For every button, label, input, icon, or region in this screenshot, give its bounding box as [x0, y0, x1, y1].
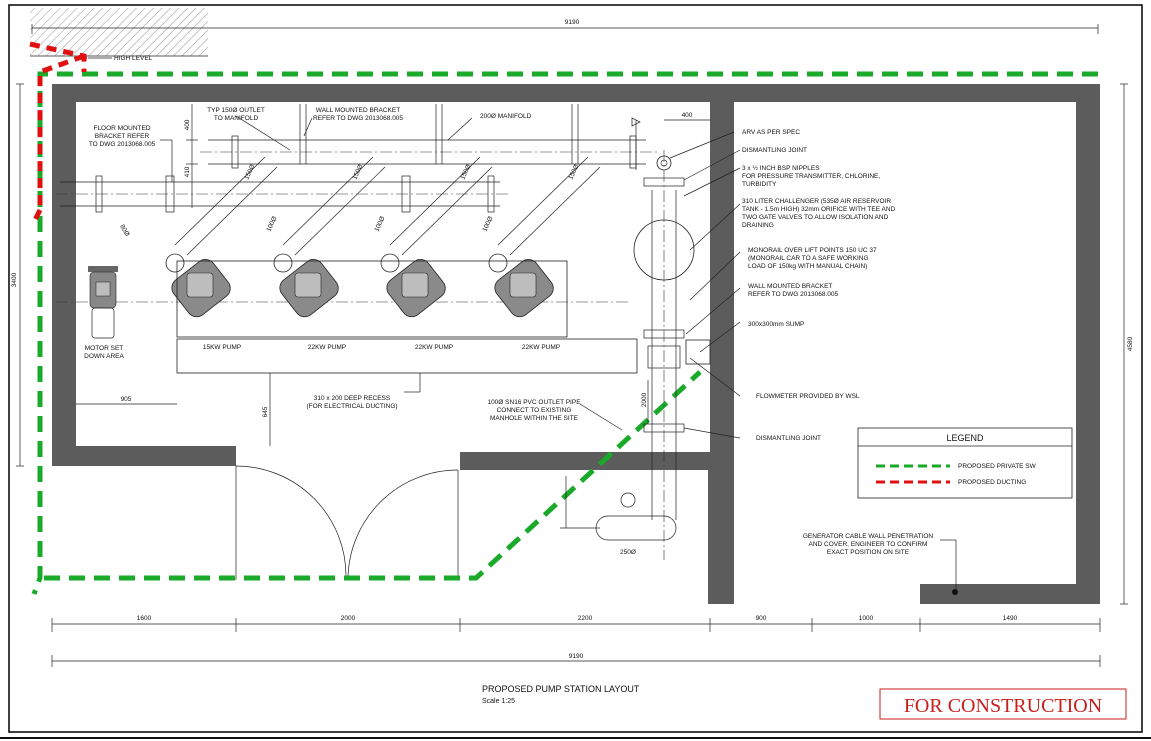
- monorail-line-3: LOAD OF 150kg WITH MANUAL CHAIN): [748, 263, 867, 270]
- pump-label-4: 22KW PUMP: [522, 344, 560, 351]
- pump-4-graphic: [488, 156, 601, 318]
- dim-905: 905: [121, 396, 132, 403]
- wall-bracket-top-line-1: WALL MOUNTED BRACKET: [316, 107, 400, 114]
- pump-set: [165, 156, 601, 318]
- leader-lines: [88, 57, 957, 590]
- for-construction-stamp-box: [879, 688, 1127, 720]
- pipe-label-150-3: 150Ø: [459, 163, 472, 180]
- dim-2000-vertical: 2000: [641, 392, 648, 407]
- pump-1-graphic: [165, 156, 278, 318]
- sheet-border: [8, 4, 1143, 733]
- dim-right-height: 4580: [1127, 336, 1134, 351]
- recess-line-1: 310 x 200 DEEP RECESS: [314, 395, 391, 402]
- typ-outlet-line-1: TYP 150Ø OUTLET: [207, 107, 265, 114]
- building-walls: [52, 84, 1100, 604]
- challenger-line-2: TANK - 1.5m HIGH) 32mm ORIFICE WITH TEE …: [742, 206, 896, 213]
- proposed-private-sw-line: [31, 71, 1098, 595]
- outlet-pipe-line-1: 100Ø SN16 PVC OUTLET PIPE: [487, 399, 581, 406]
- motor-set-line-2: DOWN AREA: [84, 353, 124, 360]
- wall-bracket-right-line-2: REFER TO DWG 2013068.005: [748, 291, 838, 298]
- dim-410: 410: [184, 166, 191, 177]
- sump-marker: [685, 339, 711, 365]
- high-level-label: HIGH LEVEL: [114, 55, 153, 62]
- pipe-label-150-4: 150Ø: [567, 163, 580, 180]
- pipe-label-100-3: 100Ø: [481, 215, 494, 232]
- dim-left-height: 3400: [11, 272, 18, 287]
- existing-structure-hatch: [30, 8, 208, 56]
- dim-bottom-seg-5: 1000: [859, 615, 874, 622]
- dim-bottom-overall: 9190: [569, 653, 584, 660]
- dim-top-overall: 9190: [565, 19, 580, 26]
- dismantling-joint-1-label: DISMANTLING JOINT: [742, 147, 807, 154]
- challenger-line-1: 310 LITER CHALLENGER (535Ø AIR RESERVOIR: [742, 198, 891, 205]
- typ-outlet-line-2: TO MANIFOLD: [214, 115, 259, 122]
- pipe-label-150-1: 150Ø: [243, 163, 256, 180]
- pipe-label-80: 80Ø: [118, 224, 130, 238]
- recess-line-2: (FOR ELECTRICAL DUCTING): [306, 403, 397, 410]
- nipples-line-1: 3 x ½ INCH BSP NIPPLES: [742, 164, 820, 172]
- dim-bottom-seg-3: 2200: [578, 615, 593, 622]
- electrical-recess: [176, 338, 638, 374]
- motor-set-down-graphic: [88, 266, 118, 339]
- generator-penetration-marker: [952, 589, 958, 595]
- dim-bottom-seg-4: 900: [756, 615, 767, 622]
- floor-bracket-line-2: BRACKET REFER: [95, 133, 150, 140]
- legend-heading: LEGEND: [946, 433, 984, 443]
- dimension-lines: [16, 24, 1128, 667]
- floor-bracket-line-1: FLOOR MOUNTED: [93, 125, 150, 132]
- nipples-line-2: FOR PRESSURE TRANSMITTER, CHLORINE,: [742, 173, 880, 180]
- sump-label: 300x300mm SUMP: [748, 321, 804, 328]
- dim-bottom-seg-1: 1600: [137, 615, 152, 622]
- high-level-marker: [81, 55, 87, 61]
- pipe-label-100-2: 100Ø: [373, 215, 386, 232]
- pump-3-graphic: [380, 156, 493, 318]
- pump-label-2: 22KW PUMP: [308, 344, 346, 351]
- monorail-line-1: MONORAIL OVER LIFT POINTS 150 UC 37: [748, 247, 877, 254]
- nipples-line-3: TURBIDITY: [742, 181, 777, 188]
- legend-item-sw: PROPOSED PRIVATE SW: [958, 463, 1037, 470]
- outlet-pipe-line-2: CONNECT TO EXISTING: [497, 407, 572, 414]
- pump-label-1: 15KW PUMP: [203, 344, 241, 351]
- legend-box: [857, 427, 1073, 499]
- drawing-title: PROPOSED PUMP STATION LAYOUT: [482, 684, 640, 694]
- pipe-label-100-1: 100Ø: [265, 215, 278, 232]
- dim-400-left: 400: [184, 119, 191, 130]
- door-swing: [235, 465, 459, 580]
- floor-bracket-line-3: TO DWG 2013068.005: [89, 141, 156, 148]
- challenger-line-4: DRAINING: [742, 222, 774, 229]
- dim-bottom-seg-6: 1490: [1003, 615, 1018, 622]
- wall-bracket-top-line-2: REFER TO DWG 2013068.005: [313, 115, 403, 122]
- dim-250: 250Ø: [620, 549, 636, 556]
- drawing-scale: Scale 1:25: [482, 698, 515, 705]
- outlet-pipe-line-3: MANHOLE WITHIN THE SITE: [490, 415, 579, 422]
- riser-pipework: [595, 117, 695, 560]
- arv-label: ARV AS PER SPEC: [742, 129, 800, 136]
- generator-line-2: AND COVER, ENGINEER TO CONFIRM: [809, 541, 928, 548]
- pump-label-3: 22KW PUMP: [415, 344, 453, 351]
- manifold-label: 200Ø MANIFOLD: [480, 113, 532, 120]
- text-layer: 9190 3400 4580 1600 2000 2200 900 1000 1…: [11, 19, 1134, 717]
- legend-item-ducting: PROPOSED DUCTING: [958, 479, 1026, 486]
- dim-400-right: 400: [682, 112, 693, 119]
- motor-set-line-1: MOTOR SET: [85, 345, 124, 352]
- generator-line-1: GENERATOR CABLE WALL PENETRATION: [803, 533, 934, 540]
- dim-bottom-seg-2: 2000: [341, 615, 356, 622]
- generator-line-3: EXACT POSITION ON SITE: [827, 549, 910, 556]
- monorail-line-2: (MONORAIL CAR TO A SAFE WORKING: [748, 255, 869, 262]
- dismantling-joint-2-label: DISMANTLING JOINT: [756, 435, 821, 442]
- dim-645: 645: [262, 406, 269, 417]
- manifold-pipework: [56, 104, 660, 303]
- flowmeter-label: FLOWMETER PROVIDED BY WSL: [756, 393, 860, 400]
- wall-bracket-right-line-1: WALL MOUNTED BRACKET: [748, 283, 832, 290]
- for-construction-stamp: FOR CONSTRUCTION: [904, 695, 1102, 717]
- pump-plinth: [176, 260, 568, 338]
- pipe-label-150-2: 150Ø: [351, 163, 364, 180]
- pump-2-graphic: [273, 156, 386, 318]
- challenger-line-3: TWO GATE VALVES TO ALLOW ISOLATION AND: [742, 214, 889, 221]
